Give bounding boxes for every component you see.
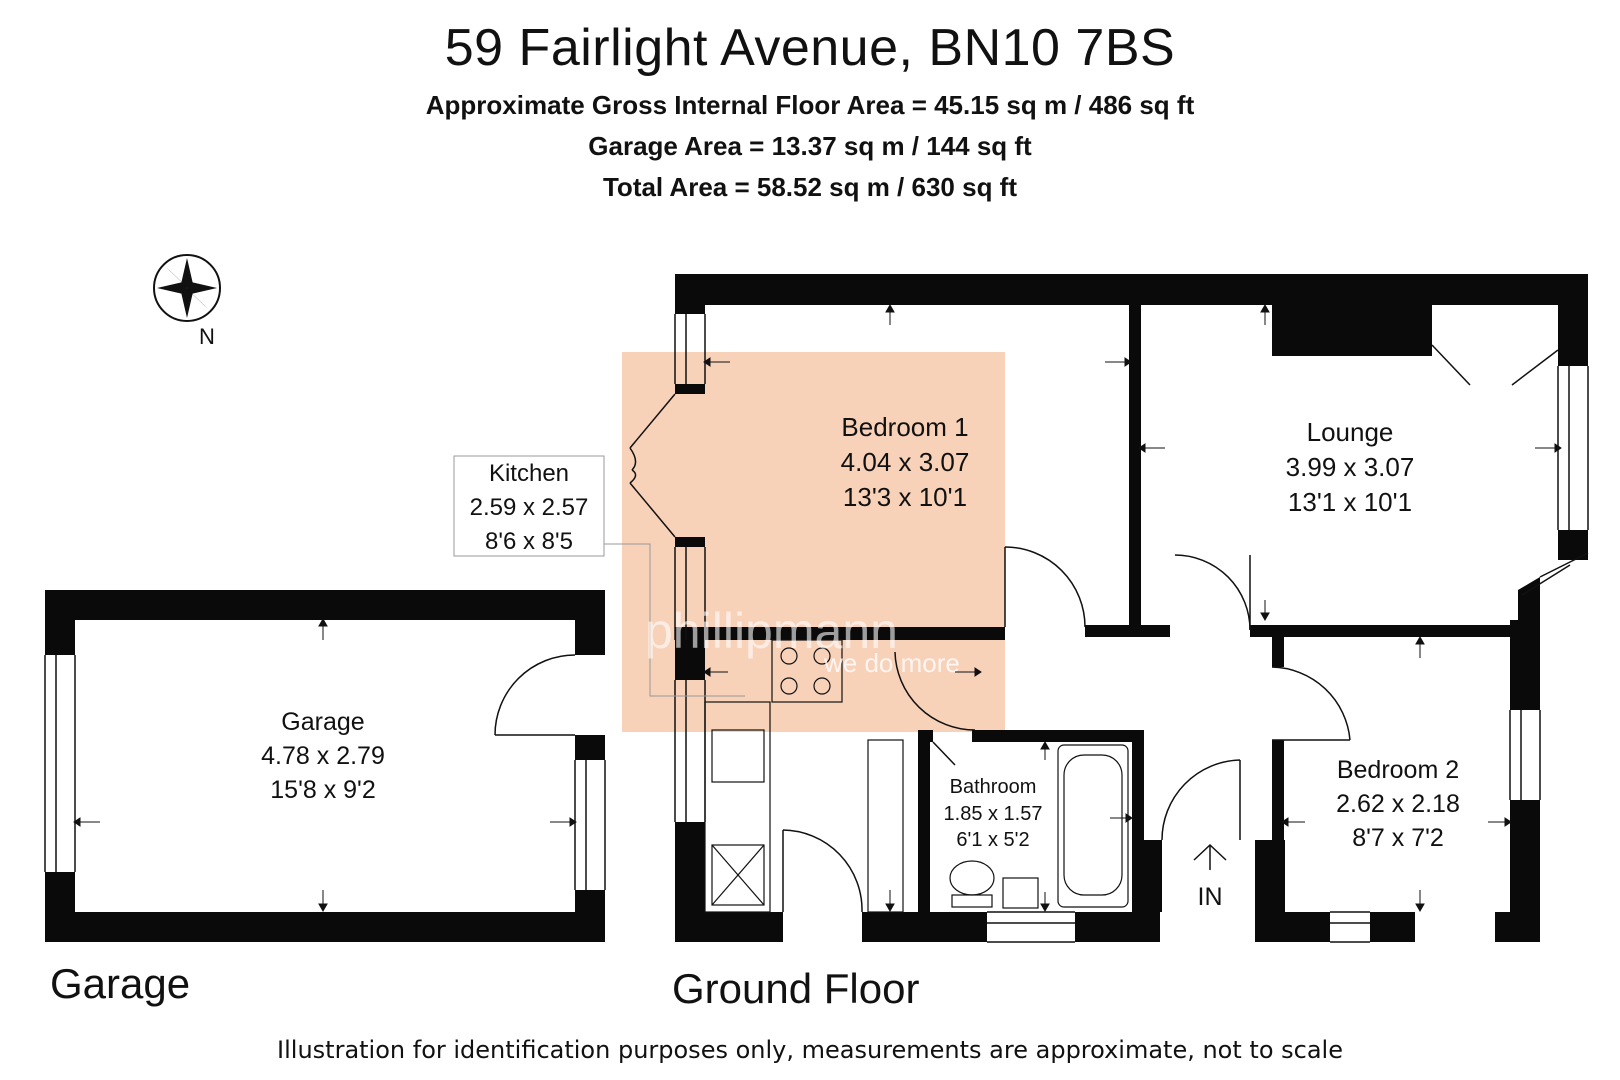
lounge-metric: 3.99 x 3.07	[1286, 452, 1415, 482]
lounge-name: Lounge	[1307, 417, 1394, 447]
bedroom1-metric: 4.04 x 3.07	[841, 447, 970, 477]
dimension-arrows	[73, 303, 1562, 913]
house-walls	[675, 274, 1588, 942]
garage-metric: 4.78 x 2.79	[261, 742, 385, 770]
compass-north-label: N	[199, 324, 215, 349]
bedroom1-name: Bedroom 1	[841, 412, 968, 442]
garage-floor-label: Garage	[50, 960, 191, 1007]
kitchen-units	[704, 639, 904, 913]
ground-floor-label: Ground Floor	[672, 965, 920, 1012]
kitchen-imperial: 8'6 x 8'5	[485, 528, 573, 555]
watermark-tagline: we do more	[823, 648, 960, 678]
watermark-brand: phillipmann	[645, 603, 898, 659]
bedroom2-name: Bedroom 2	[1337, 756, 1459, 784]
bathroom-imperial: 6'1 x 5'2	[956, 829, 1029, 851]
doors	[629, 344, 1559, 913]
gross-internal-area: Approximate Gross Internal Floor Area = …	[425, 90, 1195, 120]
entrance-arrow-icon	[1193, 843, 1227, 870]
house-windows	[674, 314, 1589, 943]
kitchen-name: Kitchen	[489, 460, 569, 487]
bedroom2-metric: 2.62 x 2.18	[1336, 790, 1460, 818]
bathroom-fittings	[949, 744, 1129, 909]
bedroom1-imperial: 13'3 x 10'1	[843, 482, 967, 512]
garage-name: Garage	[281, 708, 364, 736]
compass-icon	[153, 254, 221, 322]
garage-imperial: 15'8 x 9'2	[270, 776, 375, 804]
kitchen-label-box	[453, 455, 605, 557]
bathroom-metric: 1.85 x 1.57	[944, 803, 1043, 825]
garage-walls	[45, 590, 605, 942]
total-area: Total Area = 58.52 sq m / 630 sq ft	[602, 172, 1017, 202]
disclaimer: Illustration for identification purposes…	[277, 1036, 1343, 1064]
bedroom2-imperial: 8'7 x 7'2	[1352, 824, 1444, 852]
bathroom-name: Bathroom	[950, 776, 1037, 798]
lounge-imperial: 13'1 x 10'1	[1288, 487, 1412, 517]
plan-title: 59 Fairlight Avenue, BN10 7BS	[444, 19, 1176, 77]
entrance-label: IN	[1198, 883, 1223, 911]
kitchen-metric: 2.59 x 2.57	[470, 494, 589, 521]
garage-area: Garage Area = 13.37 sq m / 144 sq ft	[588, 131, 1032, 161]
